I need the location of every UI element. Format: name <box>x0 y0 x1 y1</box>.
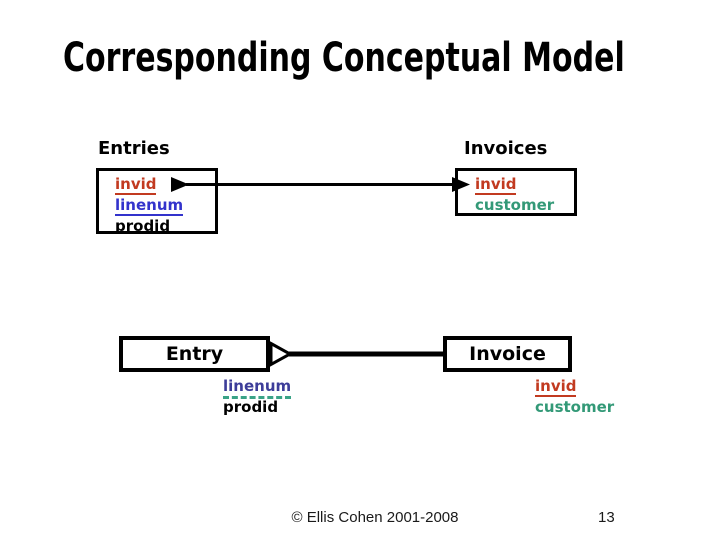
attribute-prodid: prodid <box>115 217 171 235</box>
invoice-entity-label: Invoice <box>469 343 546 365</box>
attribute-row: invid <box>535 377 614 398</box>
invoice-entity-box: Invoice <box>443 336 572 372</box>
attribute-row: linenum <box>115 196 215 217</box>
attribute-row: prodid <box>223 398 291 419</box>
attribute-row: invid <box>475 175 574 196</box>
attribute-invid: invid <box>535 377 577 397</box>
attribute-linenum: linenum <box>115 196 184 216</box>
slide-title: Corresponding Conceptual Model <box>63 35 625 81</box>
attribute-customer: customer <box>535 398 615 416</box>
entry-attributes: linenum prodid <box>223 377 292 419</box>
entry-entity-box: Entry <box>119 336 270 372</box>
entries-heading: Entries <box>98 138 170 159</box>
invoice-attributes: invid customer <box>535 377 614 419</box>
attribute-invid: invid <box>115 175 157 195</box>
attribute-invid: invid <box>475 175 517 195</box>
attribute-row: invid <box>115 175 215 196</box>
entries-table-box: invid linenum prodid <box>96 168 218 235</box>
invoices-heading: Invoices <box>464 138 548 159</box>
attribute-row: prodid <box>115 217 215 238</box>
invoices-table-box: invid customer <box>455 168 577 216</box>
attribute-linenum: linenum <box>223 378 292 399</box>
attribute-row: customer <box>475 196 574 217</box>
entry-entity-label: Entry <box>165 343 224 365</box>
attribute-customer: customer <box>475 196 555 214</box>
attribute-row: customer <box>535 398 614 419</box>
attribute-prodid: prodid <box>223 398 279 416</box>
attribute-row: linenum <box>223 377 292 399</box>
footer-copyright: © Ellis Cohen 2001-2008 <box>291 509 459 526</box>
open-triangle-many-icon <box>269 340 294 368</box>
footer-page-number: 13 <box>598 509 615 526</box>
